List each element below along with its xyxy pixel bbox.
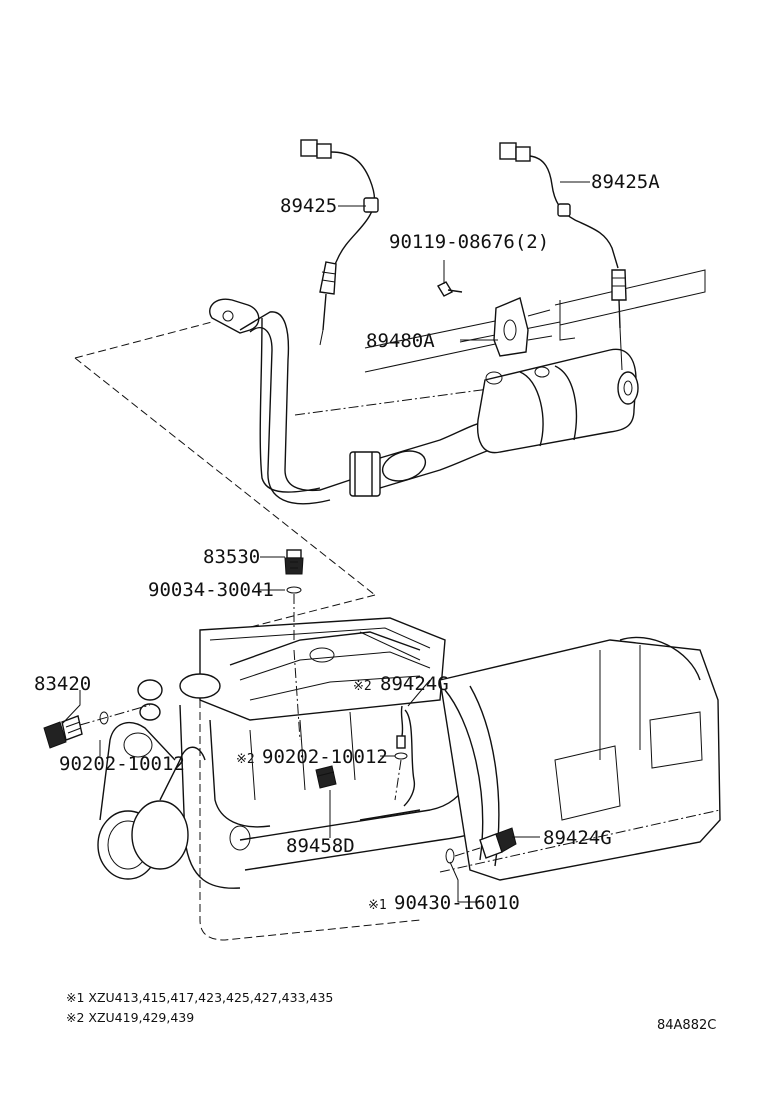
label-89480A: 89480A — [366, 330, 435, 352]
part-labels: 89425 89425A 90119-08676(2) 89480A 83530… — [34, 171, 660, 914]
label-90430-16010: 90430-16010 — [394, 892, 520, 914]
footnote-1: ※1 XZU413,415,417,423,425,427,433,435 — [66, 990, 334, 1005]
exhaust-pipe-assembly — [74, 269, 706, 641]
marker-2-lower: ※2 — [236, 752, 255, 767]
label-83530: 83530 — [203, 546, 260, 568]
label-89425: 89425 — [280, 195, 337, 217]
diagram-code: 84A882C — [657, 1018, 717, 1033]
sensor-89458D — [315, 765, 337, 789]
oxygen-sensor-89425 — [300, 139, 379, 346]
oxygen-sensor-89425A — [499, 142, 627, 371]
sensor-89424G-upper — [394, 705, 416, 807]
marker-2-upper: ※2 — [353, 679, 372, 694]
engine-assembly — [97, 617, 506, 941]
sensor-83420 — [43, 704, 151, 749]
label-89425A: 89425A — [591, 171, 660, 193]
bracket-89480A-and-bolt — [437, 281, 553, 357]
marker-1: ※1 — [368, 898, 387, 913]
label-89458D: 89458D — [286, 835, 355, 857]
label-90119-08676: 90119-08676(2) — [389, 231, 549, 253]
footnote-2: ※2 XZU419,429,439 — [66, 1010, 195, 1025]
leader-lines — [61, 181, 590, 903]
label-89424G-upper: 89424G — [380, 673, 449, 695]
sensor-83530 — [284, 549, 304, 741]
transmission-assembly — [439, 636, 721, 881]
label-89424G-lower: 89424G — [543, 827, 612, 849]
label-90202-10012-right: 90202-10012 — [262, 746, 388, 768]
label-90202-10012-left: 90202-10012 — [59, 753, 185, 775]
label-90034-30041: 90034-30041 — [148, 579, 274, 601]
label-83420: 83420 — [34, 673, 91, 695]
